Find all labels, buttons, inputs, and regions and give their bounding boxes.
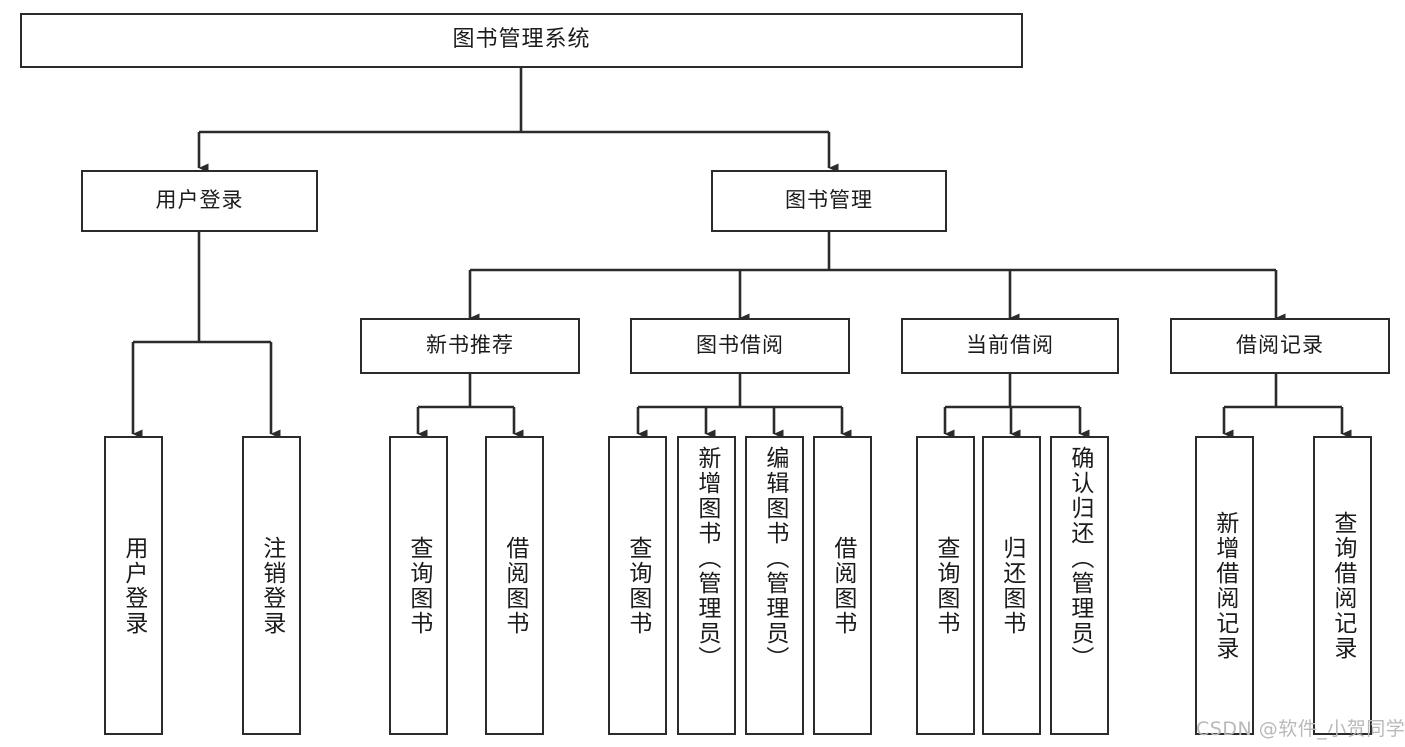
- leaf-confirm-return-admin[interactable]: 确认归还（管理员）: [1050, 436, 1109, 735]
- node-book-management[interactable]: 图书管理: [711, 170, 947, 232]
- node-book-borrowing[interactable]: 图书借阅: [630, 318, 850, 374]
- leaf-query-borrow-record[interactable]: 查询借阅记录: [1313, 436, 1372, 735]
- node-label: 注销登录: [258, 535, 285, 636]
- leaf-edit-book-admin[interactable]: 编辑图书（管理员）: [745, 436, 804, 735]
- leaf-user-login[interactable]: 用户登录: [104, 436, 163, 735]
- node-label: 查询图书: [624, 535, 651, 636]
- node-label: 归还图书: [998, 535, 1025, 636]
- node-label: 编辑图书（管理员）: [761, 446, 788, 671]
- node-label: 用户登录: [155, 188, 244, 213]
- leaf-add-book-admin[interactable]: 新增图书（管理员）: [677, 436, 736, 735]
- leaf-logout-login[interactable]: 注销登录: [242, 436, 301, 735]
- node-label: 当前借阅: [966, 333, 1054, 358]
- leaf-query-books-borrow[interactable]: 查询图书: [608, 436, 667, 735]
- leaf-return-books[interactable]: 归还图书: [982, 436, 1041, 735]
- node-label: 新增图书（管理员）: [693, 446, 720, 671]
- node-current-borrowing[interactable]: 当前借阅: [901, 318, 1119, 374]
- watermark-csdn: CSDN @软件_小贺同学: [1196, 718, 1405, 740]
- node-label: 图书管理系统: [452, 27, 591, 53]
- leaf-query-books-current[interactable]: 查询图书: [916, 436, 975, 735]
- leaf-query-books-recommend[interactable]: 查询图书: [389, 436, 448, 735]
- node-new-book-recommendation[interactable]: 新书推荐: [360, 318, 580, 374]
- node-user-login[interactable]: 用户登录: [81, 170, 318, 232]
- node-root-book-management-system[interactable]: 图书管理系统: [20, 13, 1023, 68]
- node-label: 查询图书: [932, 535, 959, 636]
- node-label: 查询借阅记录: [1329, 510, 1356, 661]
- node-label: 借阅图书: [501, 535, 528, 636]
- node-label: 查询图书: [405, 535, 432, 636]
- node-label: 新增借阅记录: [1211, 510, 1238, 661]
- node-label: 新书推荐: [426, 333, 514, 358]
- leaf-borrow-books-recommend[interactable]: 借阅图书: [485, 436, 544, 735]
- node-label: 借阅记录: [1236, 333, 1324, 358]
- node-label: 图书借阅: [696, 333, 784, 358]
- node-label: 图书管理: [785, 188, 873, 213]
- node-borrowing-records[interactable]: 借阅记录: [1170, 318, 1390, 374]
- leaf-borrow-books[interactable]: 借阅图书: [813, 436, 872, 735]
- node-label: 确认归还（管理员）: [1066, 446, 1093, 671]
- node-label: 用户登录: [120, 535, 147, 636]
- node-label: 借阅图书: [829, 535, 856, 636]
- leaf-add-borrow-record[interactable]: 新增借阅记录: [1195, 436, 1254, 735]
